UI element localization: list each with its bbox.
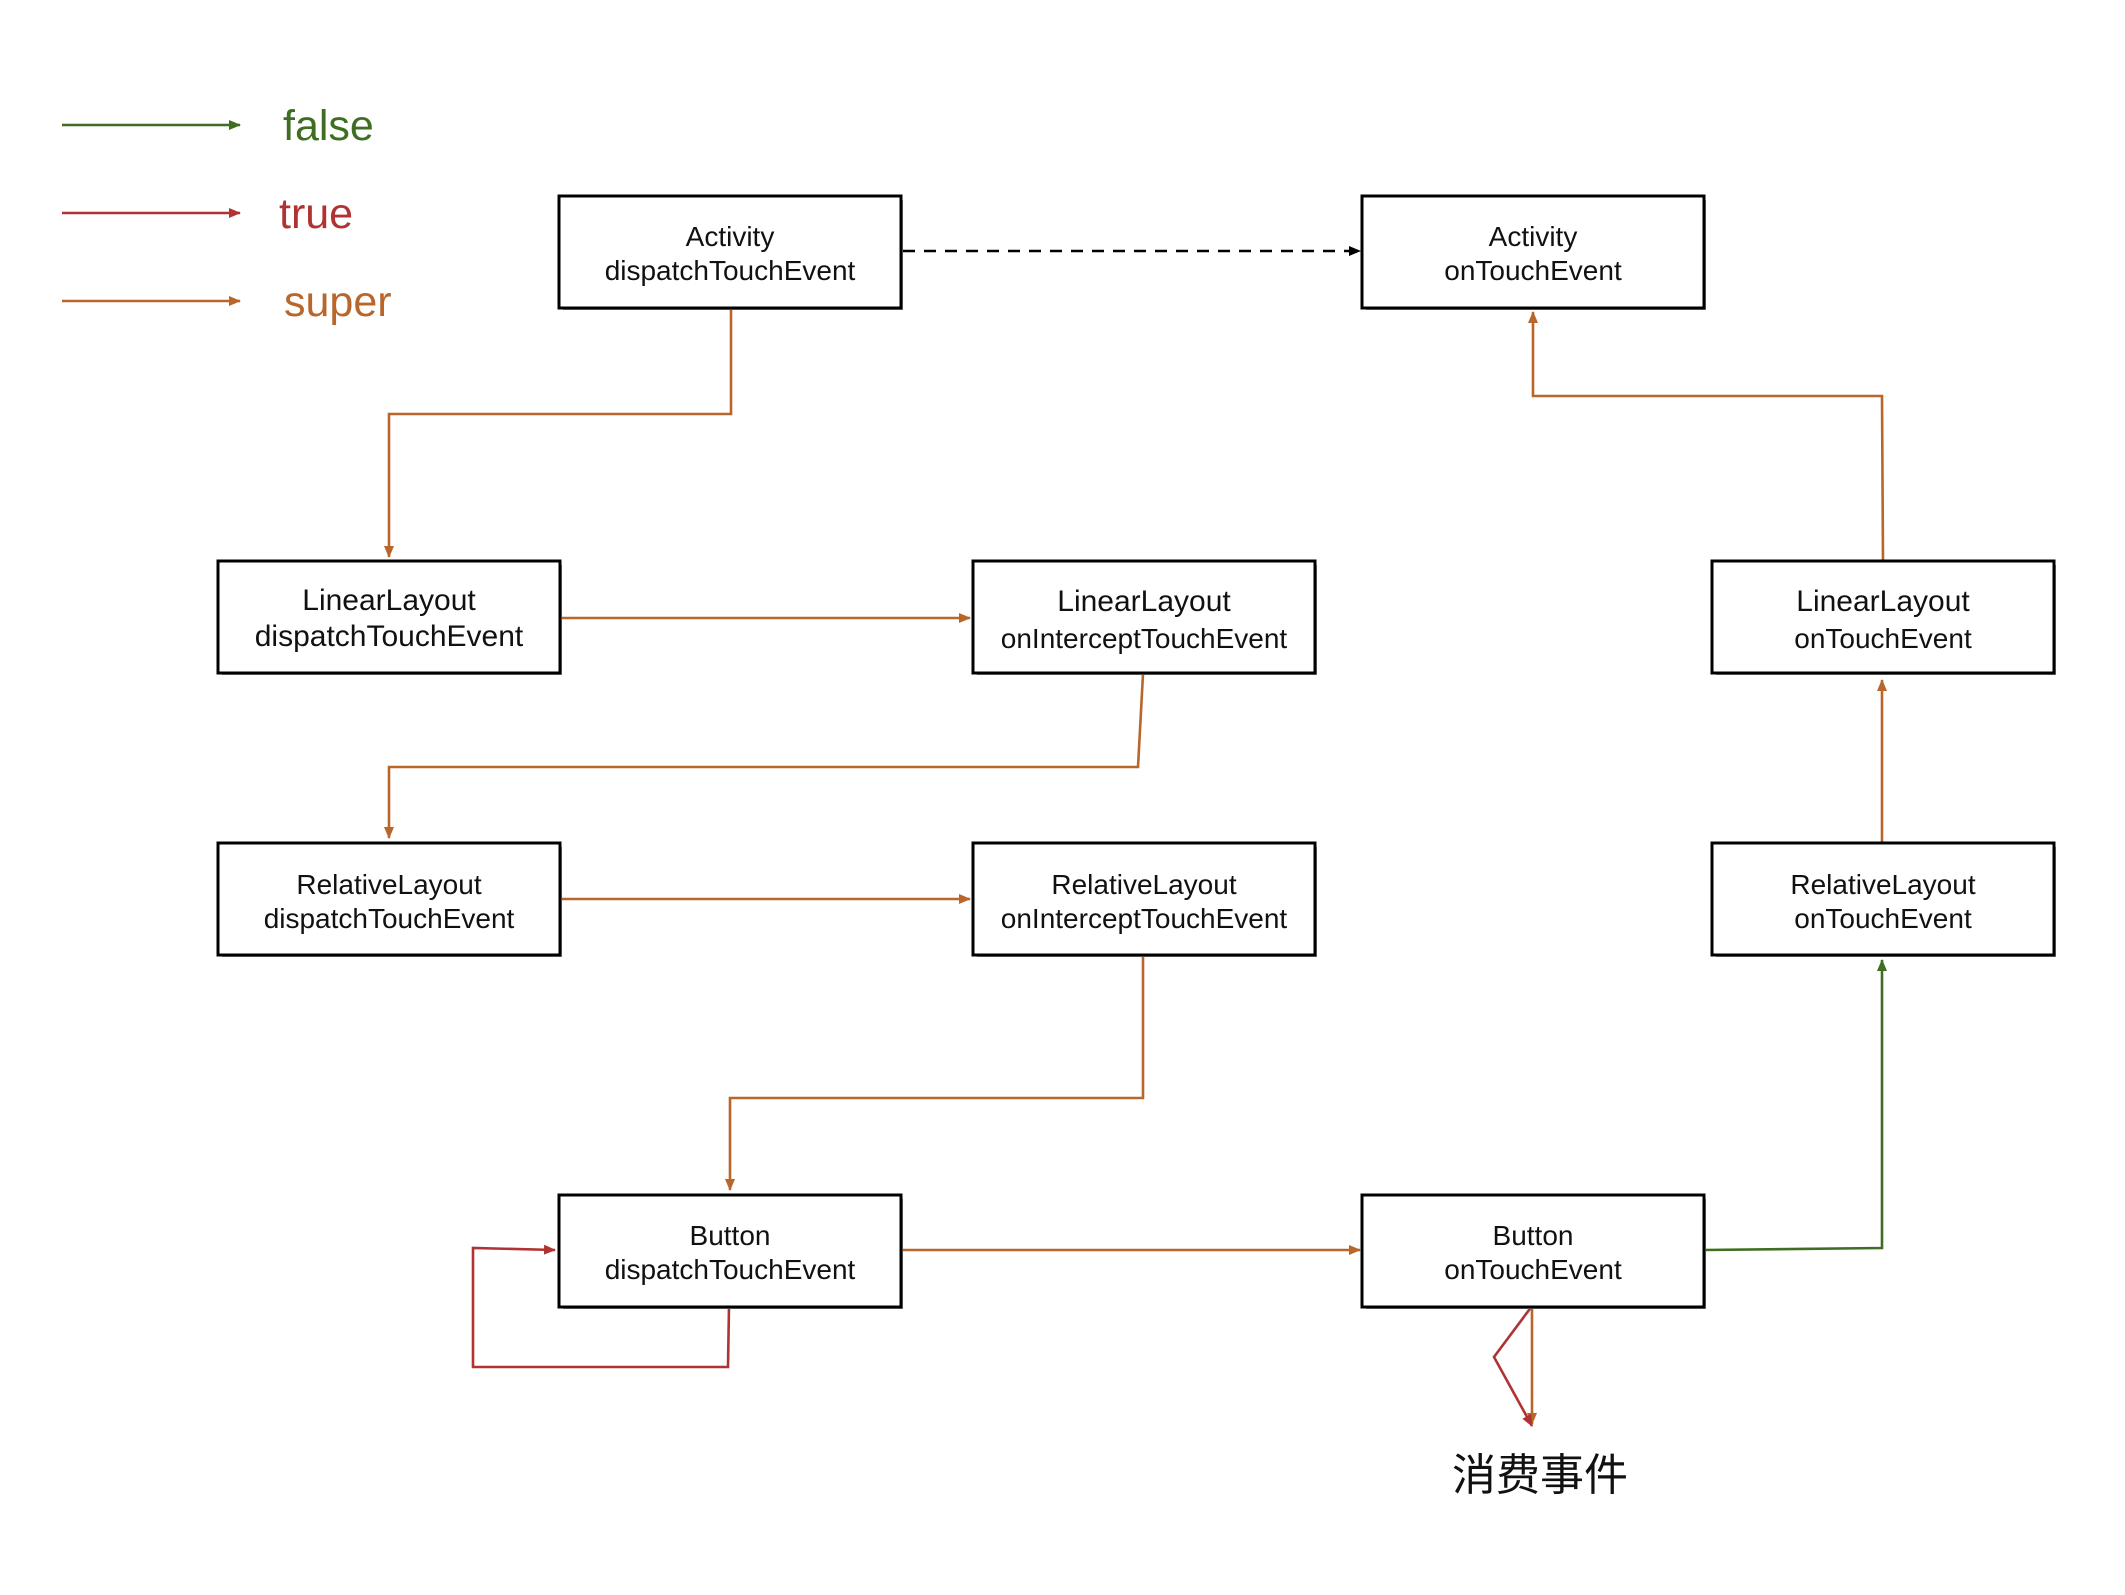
node-relative-dispatch-line1: RelativeLayout [296,869,481,900]
node-relative-dispatch: RelativeLayout dispatchTouchEvent [216,841,562,957]
node-linear-ontouch-line1: LinearLayout [1796,585,1970,618]
node-linear-ontouch: LinearLayout onTouchEvent [1710,559,2056,675]
node-linear-ontouch-line2: onTouchEvent [1794,623,1972,654]
node-activity-ontouch: Activity onTouchEvent [1360,194,1706,310]
edge-button-dispatch-self-loop [471,1244,731,1369]
node-button-dispatch-line2: dispatchTouchEvent [605,1254,856,1285]
legend-true-label: true [279,190,353,238]
edge-linear-intercept-to-relative-dispatch [384,673,1145,839]
legend-item-true: true [62,190,353,238]
node-relative-dispatch-line2: dispatchTouchEvent [264,903,515,934]
node-button-ontouch-line1: Button [1493,1220,1574,1251]
edge-button-ontouch-consume-true [1492,1305,1534,1427]
connectors [384,246,1887,1427]
node-button-ontouch-line2: onTouchEvent [1444,1254,1622,1285]
legend-item-super: super [62,278,392,326]
node-relative-ontouch-line2: onTouchEvent [1794,903,1972,934]
edge-linear-ontouch-to-activity-ontouch [1528,311,1885,562]
edge-activity-dispatch-to-linear-dispatch [384,307,733,558]
node-relative-intercept: RelativeLayout onInterceptTouchEvent [971,841,1317,957]
consume-event-label: 消费事件 [1452,1450,1628,1501]
node-activity-dispatch-line2: dispatchTouchEvent [605,255,856,286]
node-button-dispatch-line1: Button [690,1220,771,1251]
node-button-dispatch: Button dispatchTouchEvent [557,1193,903,1309]
legend: false true super [62,102,392,326]
node-linear-intercept-line2: onInterceptTouchEvent [1001,623,1288,654]
legend-item-false: false [62,102,374,150]
node-linear-dispatch: LinearLayout dispatchTouchEvent [216,559,562,675]
node-relative-ontouch-line1: RelativeLayout [1790,869,1975,900]
legend-false-label: false [283,102,374,150]
node-relative-ontouch: RelativeLayout onTouchEvent [1710,841,2056,957]
node-linear-dispatch-line1: LinearLayout [302,584,476,617]
node-button-ontouch: Button onTouchEvent [1360,1193,1706,1309]
edge-button-ontouch-to-relative-ontouch [1703,959,1887,1252]
node-activity-dispatch-line1: Activity [686,221,775,252]
node-activity-ontouch-line2: onTouchEvent [1444,255,1622,286]
node-linear-dispatch-line2: dispatchTouchEvent [255,620,524,653]
node-relative-intercept-line2: onInterceptTouchEvent [1001,903,1288,934]
node-activity-dispatch: Activity dispatchTouchEvent [557,194,903,310]
edge-relative-intercept-to-button-dispatch [725,955,1145,1191]
node-activity-ontouch-line1: Activity [1489,221,1578,252]
node-linear-intercept-line1: LinearLayout [1057,585,1231,618]
legend-super-label: super [284,278,392,326]
node-relative-intercept-line1: RelativeLayout [1051,869,1236,900]
node-linear-intercept: LinearLayout onInterceptTouchEvent [971,559,1317,675]
